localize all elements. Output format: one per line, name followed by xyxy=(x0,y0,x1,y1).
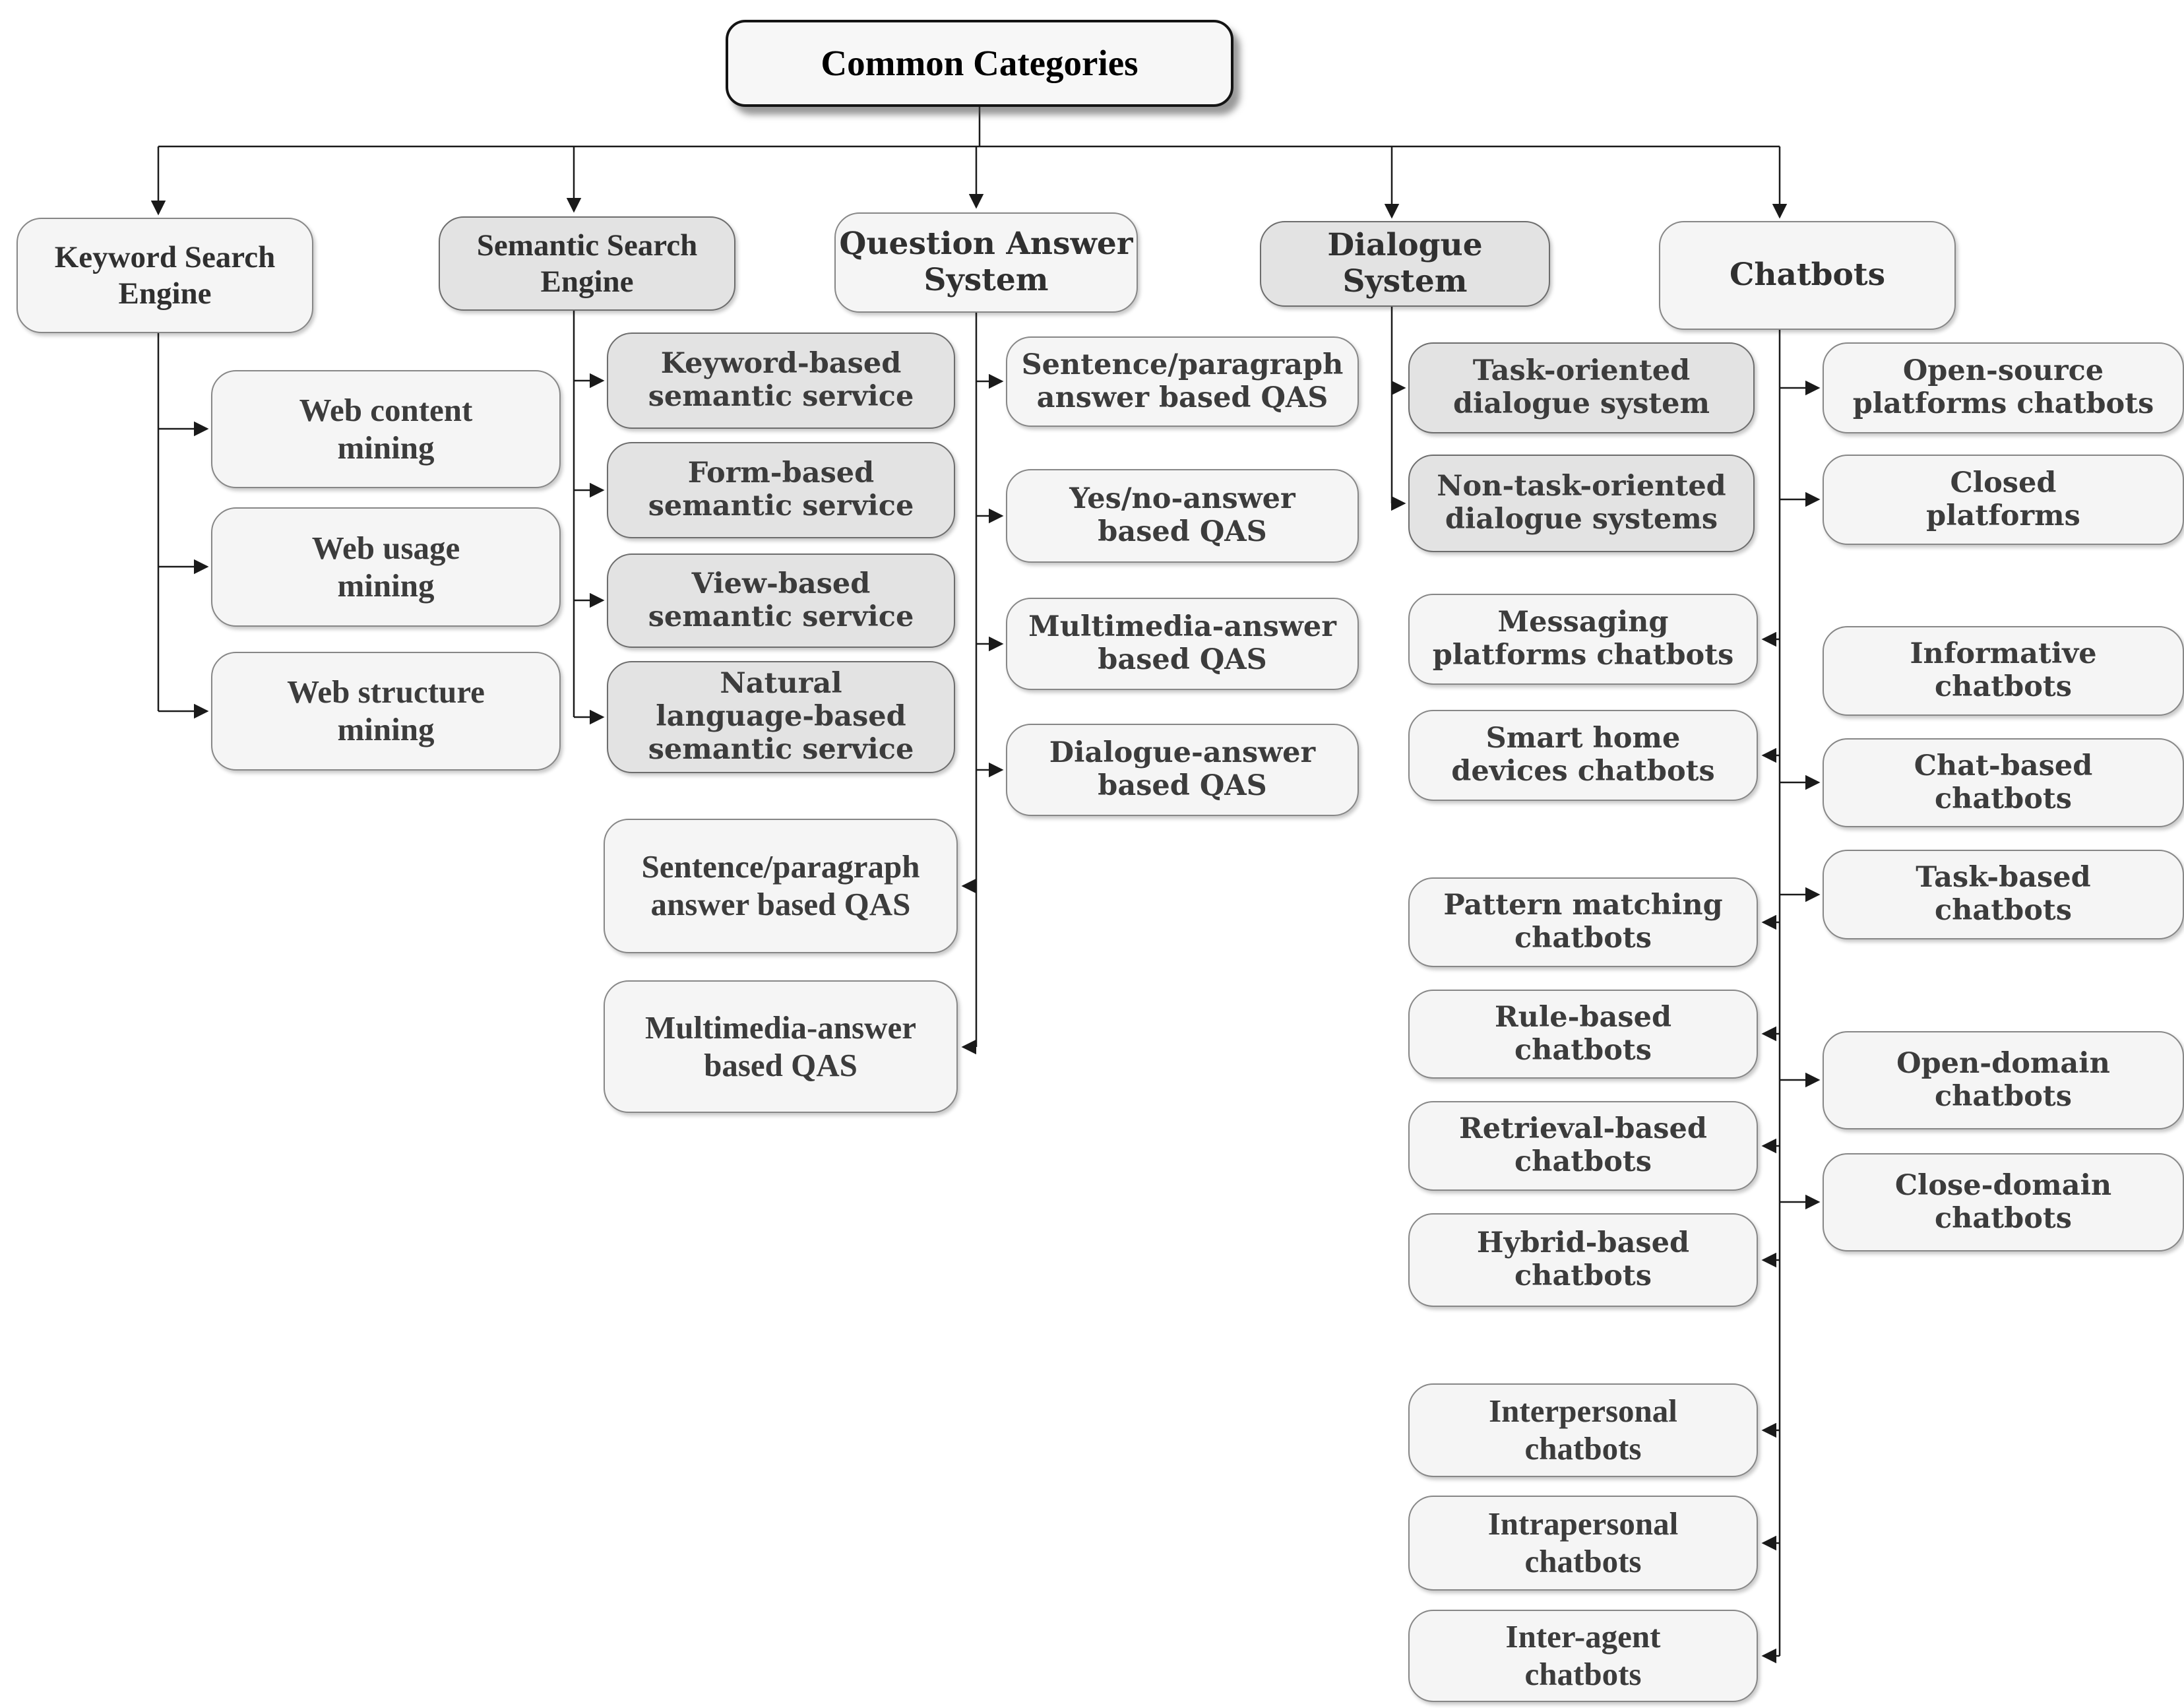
node-form-based-semantic-service: Form-based semantic service xyxy=(607,442,955,538)
node-chat-based-chatbots: Chat-based chatbots xyxy=(1823,738,2184,827)
node-dialogue-system: Dialogue System xyxy=(1260,221,1550,307)
node-hybrid-based-chatbots: Hybrid-based chatbots xyxy=(1408,1213,1758,1307)
node-messaging-platforms-chatbots: Messaging platforms chatbots xyxy=(1408,594,1758,685)
node-retrieval-based-chatbots: Retrieval-based chatbots xyxy=(1408,1101,1758,1191)
node-informative-chatbots: Informative chatbots xyxy=(1823,626,2184,716)
node-web-structure-mining: Web structure mining xyxy=(211,652,561,771)
node-semantic-search-engine: Semantic Search Engine xyxy=(439,216,735,311)
node-task-based-chatbots: Task-based chatbots xyxy=(1823,850,2184,939)
node-rule-based-chatbots: Rule-based chatbots xyxy=(1408,990,1758,1079)
node-non-task-oriented-dialogue-systems: Non-task-oriented dialogue systems xyxy=(1408,455,1755,552)
node-open-domain-chatbots: Open-domain chatbots xyxy=(1823,1031,2184,1129)
node-inter-agent-chatbots: Inter-agent chatbots xyxy=(1408,1610,1758,1702)
node-interpersonal-chatbots: Interpersonal chatbots xyxy=(1408,1383,1758,1477)
node-question-answer-system: Question Answer System xyxy=(834,212,1138,313)
node-smart-home-devices-chatbots: Smart home devices chatbots xyxy=(1408,710,1758,801)
node-close-domain-chatbots: Close-domain chatbots xyxy=(1823,1153,2184,1251)
node-keyword-based-semantic-service: Keyword-based semantic service xyxy=(607,332,955,429)
node-keyword-search-engine: Keyword Search Engine xyxy=(16,218,313,333)
node-dialogue-answer-qas: Dialogue-answer based QAS xyxy=(1006,724,1359,816)
node-open-source-platforms-chatbots: Open-source platforms chatbots xyxy=(1823,342,2184,433)
node-pattern-matching-chatbots: Pattern matching chatbots xyxy=(1408,877,1758,967)
node-sentence-paragraph-answer-qas: Sentence/paragraph answer based QAS xyxy=(1006,336,1359,427)
node-multimedia-answer-qas-lower: Multimedia-answer based QAS xyxy=(604,980,958,1113)
node-view-based-semantic-service: View-based semantic service xyxy=(607,554,955,648)
node-task-oriented-dialogue-system: Task-oriented dialogue system xyxy=(1408,342,1755,433)
node-web-usage-mining: Web usage mining xyxy=(211,507,561,627)
node-intrapersonal-chatbots: Intrapersonal chatbots xyxy=(1408,1496,1758,1591)
node-yes-no-answer-qas: Yes/no-answer based QAS xyxy=(1006,469,1359,563)
node-web-content-mining: Web content mining xyxy=(211,370,561,488)
node-chatbots: Chatbots xyxy=(1659,221,1956,330)
node-sentence-paragraph-answer-qas-lower: Sentence/paragraph answer based QAS xyxy=(604,819,958,953)
node-multimedia-answer-qas: Multimedia-answer based QAS xyxy=(1006,598,1359,690)
node-closed-platforms: Closed platforms xyxy=(1823,455,2184,545)
node-common-categories: Common Categories xyxy=(726,20,1233,107)
node-natural-language-based-semantic-service: Natural language-based semantic service xyxy=(607,661,955,773)
